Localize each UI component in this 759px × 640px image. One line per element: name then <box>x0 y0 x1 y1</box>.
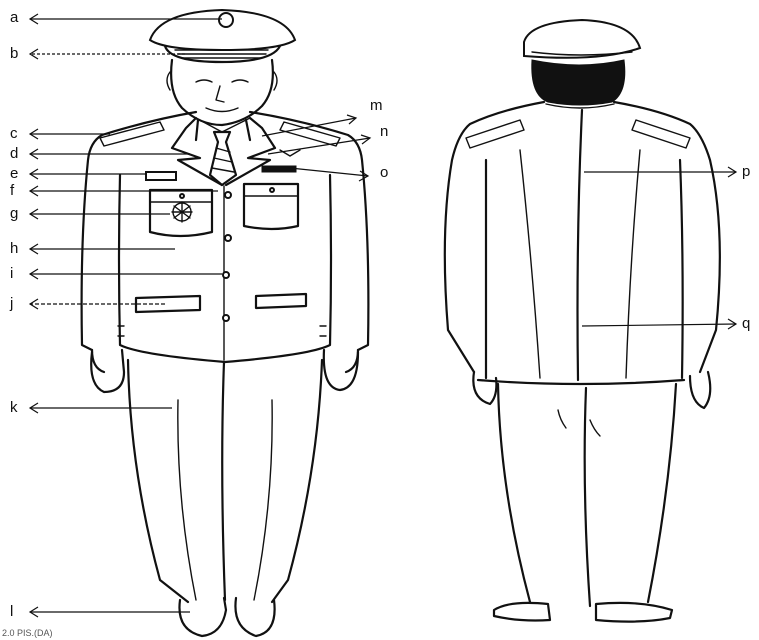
back-left-shoe <box>494 603 550 621</box>
label-d: d <box>10 145 18 162</box>
back-right-hand <box>690 372 710 408</box>
button-icon <box>225 235 231 241</box>
label-c: c <box>10 125 18 142</box>
back-jacket <box>445 102 720 384</box>
label-a: a <box>10 9 19 26</box>
label-i: i <box>10 265 13 282</box>
medal-icon <box>172 202 192 222</box>
pocket-button-icon <box>180 194 184 198</box>
label-k: k <box>10 399 18 416</box>
pocket-button-icon <box>270 188 274 192</box>
label-f: f <box>10 182 15 199</box>
button-icon <box>225 192 231 198</box>
ribbon-bar-right <box>262 166 296 172</box>
label-l: l <box>10 603 13 620</box>
front-cap <box>150 10 295 62</box>
label-q: q <box>742 315 750 332</box>
label-j: j <box>9 295 13 312</box>
front-right-hand <box>324 350 358 390</box>
front-left-hand <box>91 350 124 392</box>
back-right-shoe <box>596 603 672 622</box>
back-trousers <box>498 384 676 606</box>
label-e: e <box>10 165 18 182</box>
label-m: m <box>370 97 383 114</box>
back-figure <box>445 20 720 622</box>
back-cap <box>524 20 640 58</box>
front-figure <box>82 10 369 636</box>
front-left-shoe <box>179 598 226 636</box>
footer-caption: 2.0 PIS.(DA) <box>2 628 53 638</box>
front-jacket <box>82 112 369 372</box>
back-centre-seam <box>578 110 583 380</box>
front-right-shoe <box>235 598 274 636</box>
label-p: p <box>742 163 750 180</box>
button-icon <box>223 272 229 278</box>
back-hair <box>532 60 625 105</box>
ribbon-bar-left <box>146 172 176 180</box>
front-trousers <box>128 360 322 602</box>
back-left-hand <box>473 372 496 404</box>
label-g: g <box>10 205 18 222</box>
cap-badge-icon <box>219 13 233 27</box>
label-h: h <box>10 240 18 257</box>
button-icon <box>223 315 229 321</box>
label-o: o <box>380 164 388 181</box>
label-b: b <box>10 45 18 62</box>
label-n: n <box>380 123 388 140</box>
